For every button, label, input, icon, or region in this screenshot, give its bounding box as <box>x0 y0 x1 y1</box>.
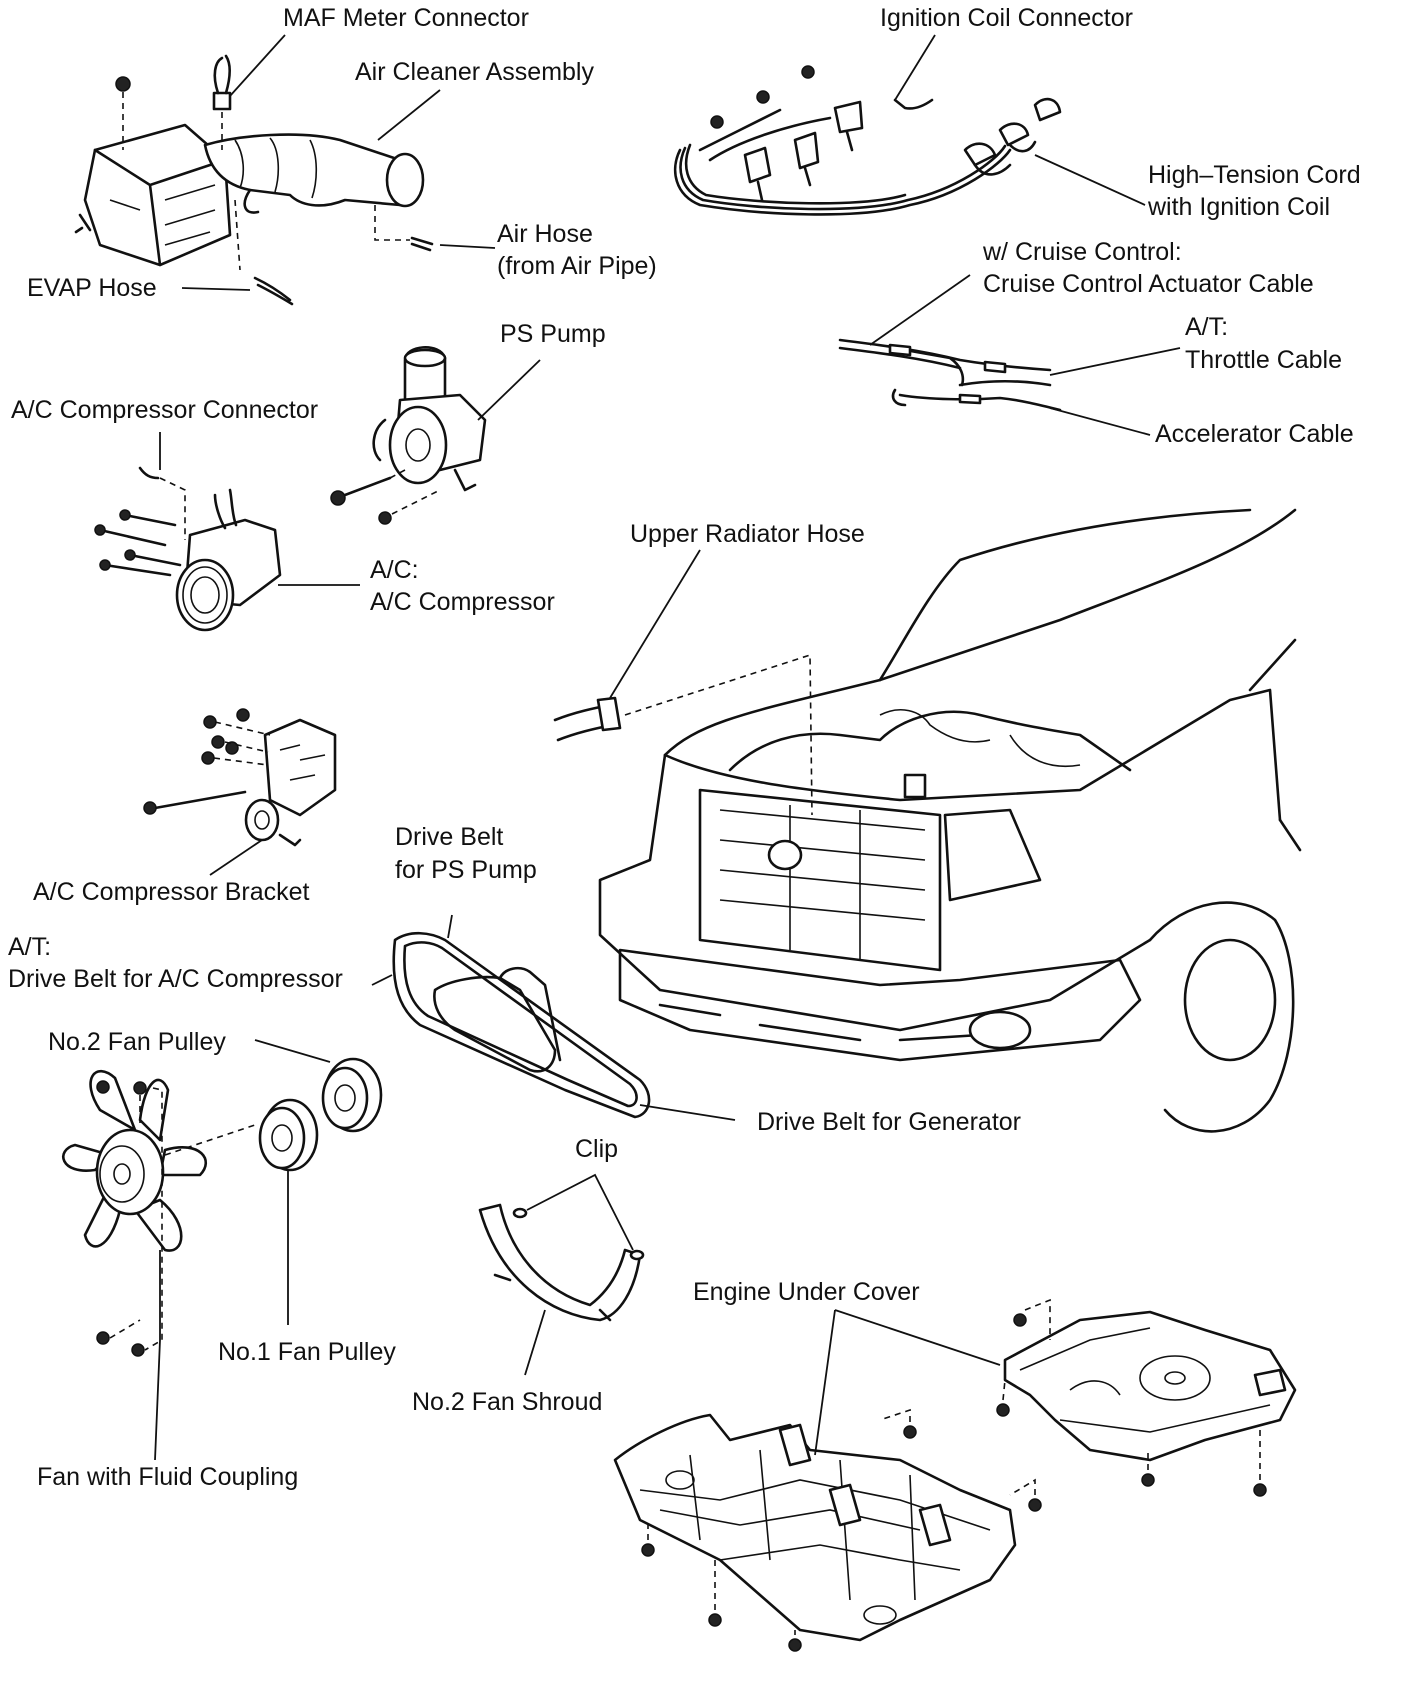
high-tension-cord-with-ignition-coil <box>673 97 1062 216</box>
label-high-tension-cord: with Ignition Coil <box>1147 193 1330 221</box>
vehicle-front-view <box>598 508 1302 1133</box>
label-evap-hose: EVAP Hose <box>27 274 157 302</box>
upper-radiator-hose <box>553 549 813 816</box>
label-drive-belt-ps-pump: for PS Pump <box>395 856 537 884</box>
bolt-icon <box>641 1298 1267 1652</box>
bolt-icon <box>115 76 131 150</box>
label-drive-belt-ps-pump: Drive Belt <box>395 823 503 851</box>
fan-with-fluid-coupling <box>62 1070 207 1461</box>
no1-fan-pulley <box>258 1098 319 1325</box>
bolt-icon <box>94 509 182 577</box>
nut-icon <box>378 489 441 525</box>
nut-icon <box>96 1080 256 1357</box>
ac-compressor <box>175 488 360 632</box>
leader-throttle-cable <box>1049 347 1181 376</box>
label-drive-belt-ac-compressor: A/T: <box>8 933 51 961</box>
leader-accelerator-cable <box>1049 407 1151 436</box>
evap-hose <box>181 199 294 306</box>
no2-fan-pulley <box>254 1039 383 1133</box>
label-maf-meter-connector: MAF Meter Connector <box>283 4 529 32</box>
label-engine-under-cover: Engine Under Cover <box>693 1278 920 1306</box>
label-clip: Clip <box>575 1135 618 1163</box>
label-upper-radiator-hose: Upper Radiator Hose <box>630 520 865 548</box>
label-air-hose: Air Hose <box>497 220 593 248</box>
label-accelerator-cable: Accelerator Cable <box>1155 420 1354 448</box>
label-cruise-control: Cruise Control Actuator Cable <box>983 270 1314 298</box>
label-no2-fan-pulley: No.2 Fan Pulley <box>48 1028 226 1056</box>
label-ignition-coil-connector: Ignition Coil Connector <box>880 4 1133 32</box>
label-ac-compressor-connector: A/C Compressor Connector <box>11 396 318 424</box>
ps-pump <box>372 346 541 492</box>
throttle-accelerator-cables <box>838 338 1062 412</box>
label-air-cleaner-assembly: Air Cleaner Assembly <box>355 58 594 86</box>
ac-compressor-connector <box>138 432 186 540</box>
air-hose <box>374 205 496 252</box>
label-drive-belt-generator: Drive Belt for Generator <box>757 1108 1021 1136</box>
leader-air-cleaner <box>377 89 441 141</box>
leader-engine-under-cover <box>814 1309 1001 1456</box>
label-cruise-control: w/ Cruise Control: <box>982 238 1182 266</box>
label-ac-compressor: A/C: <box>370 556 419 584</box>
engine-under-cover-front <box>613 1413 1017 1642</box>
label-air-hose: (from Air Pipe) <box>497 252 657 280</box>
ignition-coil-connector <box>893 34 936 110</box>
bolt-icon <box>801 65 815 79</box>
label-throttle-cable: Throttle Cable <box>1185 346 1342 374</box>
label-drive-belt-ac-compressor: Drive Belt for A/C Compressor <box>8 965 343 993</box>
label-throttle-cable: A/T: <box>1185 313 1228 341</box>
no2-fan-shroud <box>478 1203 642 1376</box>
leader-cruise-cable <box>869 274 971 346</box>
label-ac-compressor: A/C Compressor <box>370 588 555 616</box>
callout-labels: MAF Meter Connector Air Cleaner Assembly… <box>8 4 1361 1491</box>
label-no1-fan-pulley: No.1 Fan Pulley <box>218 1338 396 1366</box>
leader-high-tension-cord <box>1034 154 1146 206</box>
drive-belts <box>371 914 736 1121</box>
clip <box>512 1173 645 1261</box>
bolt-icon <box>330 469 406 506</box>
air-cleaner-assembly <box>74 123 425 267</box>
maf-meter-connector <box>212 34 286 150</box>
ac-compressor-bracket <box>209 718 337 876</box>
label-high-tension-cord: High–Tension Cord <box>1148 161 1361 189</box>
bolt-icon <box>710 115 724 129</box>
label-fan-with-fluid-coupling: Fan with Fluid Coupling <box>37 1463 298 1491</box>
label-ac-compressor-bracket: A/C Compressor Bracket <box>33 878 310 906</box>
bolt-icon <box>143 708 271 815</box>
label-no2-fan-shroud: No.2 Fan Shroud <box>412 1388 602 1416</box>
bolt-icon <box>756 90 770 104</box>
label-ps-pump: PS Pump <box>500 320 606 348</box>
engine-under-cover-rear <box>1003 1310 1297 1462</box>
